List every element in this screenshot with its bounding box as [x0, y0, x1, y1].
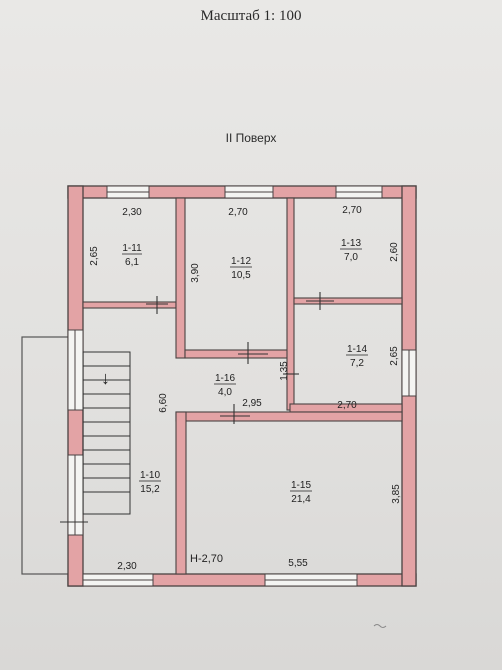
inner-walls [82, 197, 403, 575]
dim-top-right: 2,70 [342, 205, 362, 216]
windows [67, 185, 417, 587]
room-1-14-area: 7,2 [350, 358, 364, 369]
dim-r12-height: 3,90 [190, 263, 201, 283]
room-1-10-id: 1-10 [140, 470, 160, 481]
scale-title: Масштаб 1: 100 [200, 8, 302, 24]
room-1-16-area: 4,0 [218, 387, 232, 398]
stairs-down-arrow-icon: ↓ [101, 368, 110, 388]
room-1-14-id: 1-14 [347, 344, 367, 355]
balcony-outline [21, 336, 71, 575]
room-1-11-id: 1-11 [122, 243, 142, 254]
dim-bottom-left: 2,30 [117, 561, 137, 572]
staircase [82, 351, 131, 515]
room-1-13-id: 1-13 [341, 238, 361, 249]
dim-r13-height: 2,60 [389, 242, 400, 262]
room-1-11-area: 6,1 [125, 257, 139, 268]
pen-mark [373, 624, 387, 628]
room-1-16-id: 1-16 [215, 373, 235, 384]
ceiling-height-label: Н-2,70 [190, 553, 223, 565]
dim-r14-height: 2,65 [389, 346, 400, 366]
dim-r16-width: 2,95 [242, 398, 262, 409]
room-1-10-area: 15,2 [140, 484, 160, 495]
dim-r11-height: 2,65 [89, 246, 100, 266]
floor-title: II Поверх [225, 131, 277, 145]
room-1-15-area: 21,4 [291, 494, 311, 505]
door-marks [60, 292, 334, 523]
dim-bottom-right: 5,55 [288, 558, 308, 569]
dim-r16-height: 1,35 [279, 361, 290, 381]
dim-r14-width: 2,70 [337, 400, 357, 411]
dim-top-left: 2,30 [122, 207, 142, 218]
room-1-12-area: 10,5 [231, 270, 251, 281]
room-labels: 1-11 6,1 1-12 10,5 1-13 7,0 1-14 7,2 1-1… [122, 238, 368, 505]
room-1-13-area: 7,0 [344, 252, 358, 263]
dimension-labels: 2,30 2,70 2,70 2,65 3,90 2,60 2,65 1,35 … [89, 205, 402, 572]
room-1-12-id: 1-12 [231, 256, 251, 267]
outer-walls [67, 185, 417, 587]
dim-r10-height: 6,60 [158, 393, 169, 413]
room-1-15-id: 1-15 [291, 480, 311, 491]
dim-top-mid: 2,70 [228, 207, 248, 218]
dim-r15-height: 3,85 [391, 484, 402, 504]
